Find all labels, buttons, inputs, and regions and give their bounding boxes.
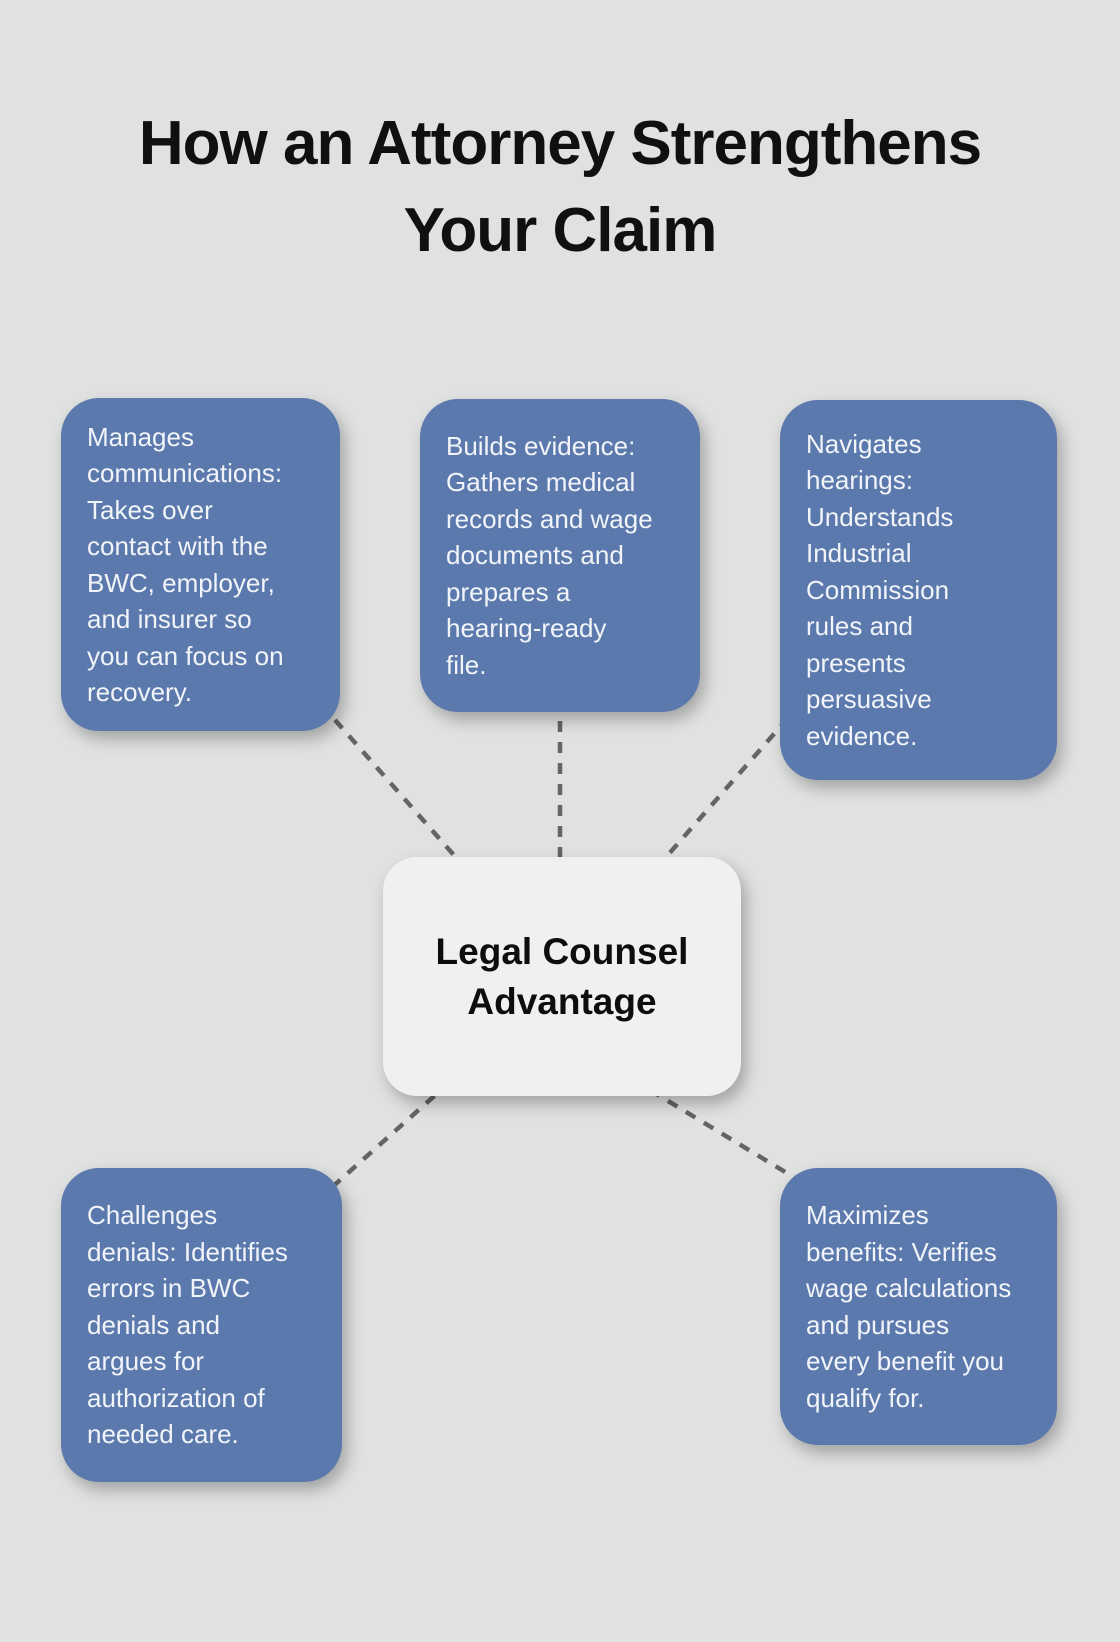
node-builds-evidence: Builds evidence: Gathers medical records… bbox=[420, 399, 700, 712]
connector-challenges-denials bbox=[328, 1080, 452, 1191]
connector-navigates-hearings bbox=[658, 716, 790, 866]
node-navigates-hearings: Navigates hearings: Understands Industri… bbox=[780, 400, 1057, 780]
page-title: How an Attorney Strengthens Your Claim bbox=[138, 109, 982, 265]
node-legal-counsel-advantage: Legal Counsel Advantage bbox=[383, 857, 741, 1096]
node-maximizes-benefits: Maximizes benefits: Verifies wage calcul… bbox=[780, 1168, 1057, 1445]
node-challenges-denials: Challenges denials: Identifies errors in… bbox=[61, 1168, 342, 1482]
node-builds-evidence-text: Builds evidence: Gathers medical records… bbox=[446, 430, 653, 680]
node-manages-communications: Manages communications: Takes over conta… bbox=[61, 398, 340, 731]
node-challenges-denials-text: Challenges denials: Identifies errors in… bbox=[87, 1200, 288, 1450]
connector-manages-communications bbox=[333, 718, 462, 864]
node-legal-counsel-advantage-text: Legal Counsel Advantage bbox=[435, 930, 689, 1022]
node-navigates-hearings-text: Navigates hearings: Understands Industri… bbox=[806, 428, 954, 751]
node-manages-communications-text: Manages communications: Takes over conta… bbox=[87, 421, 284, 708]
connector-maximizes-benefits bbox=[648, 1088, 802, 1183]
node-maximizes-benefits-text: Maximizes benefits: Verifies wage calcul… bbox=[806, 1200, 1012, 1413]
